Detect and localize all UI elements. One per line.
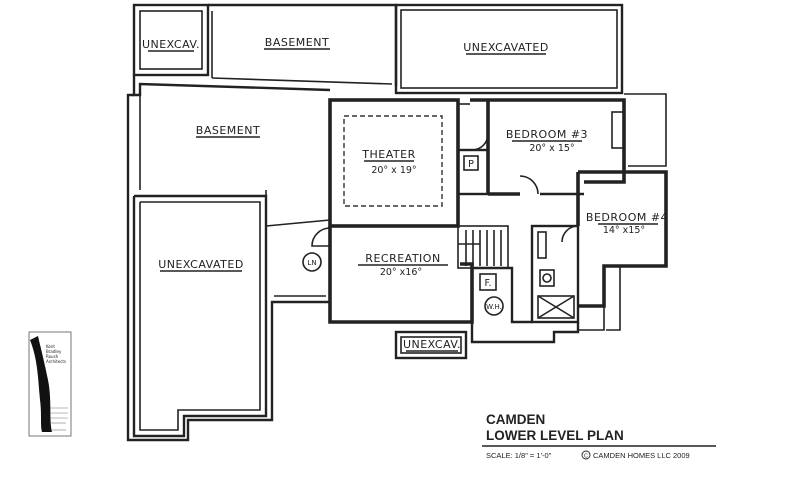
svg-text:Bradley: Bradley (46, 349, 62, 354)
bedroom-3-dimensions: 20° x 15° (529, 143, 574, 154)
unexcavated-left-area (132, 194, 268, 438)
svg-text:LN: LN (307, 259, 316, 267)
theater-room (328, 98, 470, 228)
theater-label: THEATER (361, 148, 415, 161)
project-name: CAMDEN (486, 412, 545, 427)
laundry-symbol: LN (302, 252, 322, 272)
unexcavated-bottom-area (394, 330, 468, 360)
furnace-label: F. (485, 278, 492, 289)
title-block: CAMDEN LOWER LEVEL PLAN SCALE: 1/8" = 1'… (482, 412, 716, 460)
exterior-bump-right (624, 93, 667, 167)
stairs (457, 225, 509, 269)
theater-dimensions: 20° x 19° (371, 165, 416, 176)
svg-text:Kent: Kent (46, 344, 55, 349)
recreation-label: RECREATION (365, 252, 440, 265)
scale-note: SCALE: 1/8" = 1'-0" (486, 451, 552, 460)
unexcavated-bottom-label: UNEXCAV. (403, 338, 461, 351)
unexcavated-top-left-label: UNEXCAV. (142, 38, 200, 51)
bedroom-3 (470, 98, 626, 196)
bedroom-3-label: BEDROOM #3 (506, 128, 588, 141)
sheet-title: LOWER LEVEL PLAN (486, 428, 624, 443)
bottom-walls (470, 266, 621, 344)
architect-logo: Kent Bradley Roush Architects (28, 331, 72, 437)
bedroom-4-dimensions: 14° x15° (603, 225, 645, 236)
unexcavated-top-right-label: UNEXCAVATED (463, 41, 549, 54)
bathroom (530, 224, 580, 324)
basement-left-label: BASEMENT (196, 124, 260, 137)
basement-top-label: BASEMENT (265, 36, 329, 49)
copyright-note: CAMDEN HOMES LLC 2009 (593, 451, 690, 460)
pantry-closet (456, 148, 490, 196)
mechanical-room (472, 266, 532, 324)
unexcavated-top-right-area (394, 3, 624, 95)
svg-text:Architects: Architects (46, 359, 66, 364)
unexcavated-top-left-area (132, 3, 210, 77)
unexcavated-left-label: UNEXCAVATED (158, 258, 244, 271)
svg-text:Roush: Roush (46, 354, 59, 359)
svg-text:C: C (584, 454, 588, 460)
water-heater-label: W.H. (486, 303, 502, 311)
bedroom-4-label: BEDROOM #4 (586, 211, 668, 224)
recreation-dimensions: 20° x16° (380, 267, 422, 278)
basement-outer-walls (126, 75, 331, 442)
pantry-label: P (468, 159, 474, 170)
